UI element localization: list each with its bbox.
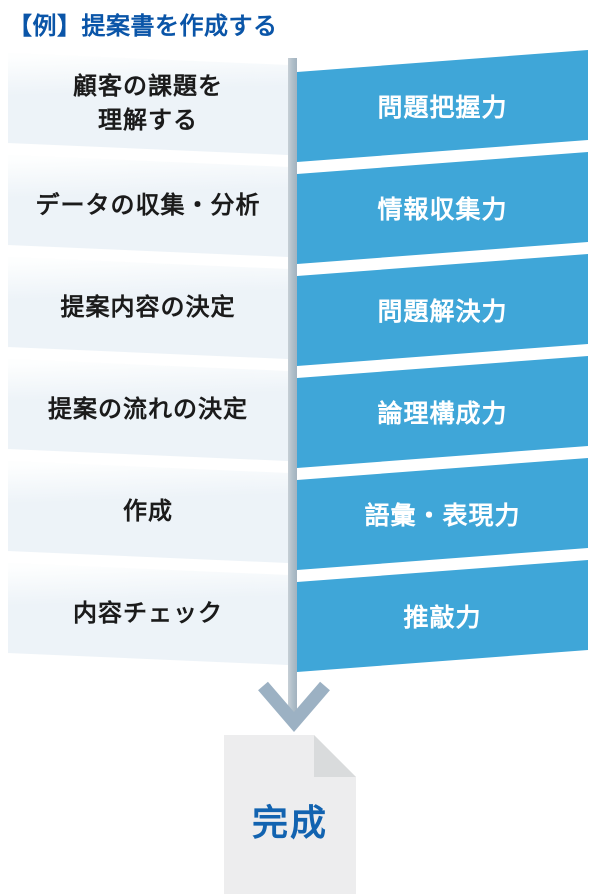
skill-label: 論理構成力: [377, 400, 508, 428]
flow-row: データの収集・分析 情報収集力: [0, 152, 600, 267]
skill-box: 情報収集力: [297, 152, 588, 264]
down-arrow-icon: [258, 681, 330, 732]
flow-row: 提案内容の決定 問題解決力: [0, 254, 600, 369]
spine-divider: [288, 58, 297, 713]
skill-box: 語彙・表現力: [297, 458, 588, 570]
skill-box: 推敲力: [297, 560, 588, 672]
skill-box: 問題把握力: [297, 50, 588, 162]
step-box: 作成: [8, 461, 288, 563]
step-label: 内容チェック: [73, 600, 223, 628]
step-box: 内容チェック: [8, 563, 288, 665]
step-box: 顧客の課題を 理解する: [8, 53, 288, 155]
document-fold-corner: [314, 735, 356, 777]
step-box: データの収集・分析: [8, 155, 288, 257]
skill-box: 問題解決力: [297, 254, 588, 366]
skill-label: 問題把握力: [377, 94, 508, 122]
step-label: 提案の流れの決定: [48, 396, 248, 424]
skill-label: 情報収集力: [377, 196, 508, 224]
skill-label: 推敲力: [403, 604, 482, 632]
step-label: 顧客の課題を 理解する: [73, 73, 223, 134]
step-label: データの収集・分析: [35, 192, 261, 220]
step-box: 提案内容の決定: [8, 257, 288, 359]
step-label: 提案内容の決定: [60, 294, 236, 322]
flow-row: 提案の流れの決定 論理構成力: [0, 356, 600, 471]
flow-row: 顧客の課題を 理解する 問題把握力: [0, 50, 600, 165]
flow-row: 内容チェック 推敲力: [0, 560, 600, 675]
skill-label: 問題解決力: [377, 298, 508, 326]
flow-rows: 顧客の課題を 理解する 問題把握力 データの収集・分析 情報収集力 提案内容の決…: [0, 50, 600, 690]
page-title: 【例】提案書を作成する: [8, 13, 278, 40]
flow-row: 作成 語彙・表現力: [0, 458, 600, 573]
step-box: 提案の流れの決定: [8, 359, 288, 461]
result-label: 完成: [251, 802, 328, 843]
skill-box: 論理構成力: [297, 356, 588, 468]
step-label: 作成: [123, 498, 173, 526]
skill-label: 語彙・表現力: [364, 502, 521, 530]
